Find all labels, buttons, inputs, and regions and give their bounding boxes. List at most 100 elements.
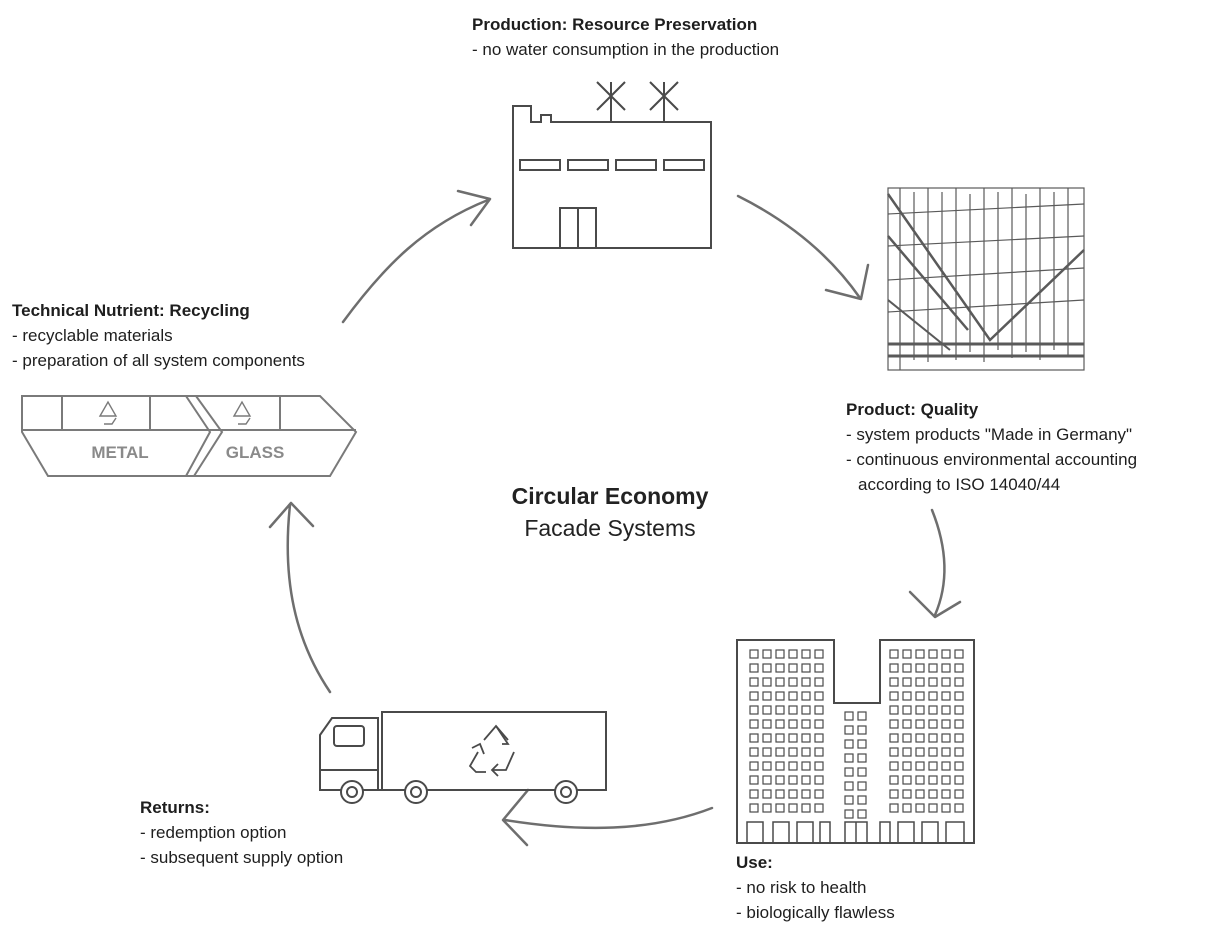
building-icon	[736, 639, 975, 844]
building-window	[788, 803, 798, 813]
building-window	[889, 747, 899, 757]
building-window	[814, 761, 824, 771]
building-window	[941, 677, 951, 687]
building-window	[788, 649, 798, 659]
building-window	[857, 795, 867, 805]
building-window	[954, 761, 964, 771]
building-window	[762, 719, 772, 729]
building-window	[814, 789, 824, 799]
building-window	[889, 719, 899, 729]
building-window	[762, 775, 772, 785]
building-window	[915, 649, 925, 659]
building-window	[801, 677, 811, 687]
building-window	[941, 747, 951, 757]
building-window	[941, 705, 951, 715]
building-window	[941, 803, 951, 813]
building-window	[749, 677, 759, 687]
building-window	[788, 705, 798, 715]
building-window	[775, 775, 785, 785]
cycle-arrow-icon	[736, 194, 870, 301]
building-window	[762, 761, 772, 771]
production-title: Production: Resource Preservation	[472, 15, 758, 34]
returns-text: Returns: - redemption option - subsequen…	[140, 795, 343, 870]
building-window	[857, 781, 867, 791]
building-window	[801, 775, 811, 785]
building-window	[749, 761, 759, 771]
use-title: Use:	[736, 853, 773, 872]
building-window	[762, 803, 772, 813]
building-window	[749, 649, 759, 659]
recycling-line-1: - recyclable materials	[12, 326, 173, 345]
building-window	[954, 803, 964, 813]
building-window	[801, 789, 811, 799]
building-window	[928, 733, 938, 743]
building-window	[902, 649, 912, 659]
building-window	[954, 733, 964, 743]
building-window	[762, 705, 772, 715]
building-window	[844, 767, 854, 777]
building-window	[775, 733, 785, 743]
recycle-symbol-icon	[98, 400, 252, 425]
building-window	[902, 761, 912, 771]
production-line-1: - no water consumption in the production	[472, 40, 780, 59]
building-window	[857, 725, 867, 735]
building-window	[954, 663, 964, 673]
building-window	[941, 789, 951, 799]
building-window	[915, 733, 925, 743]
cycle-arrow-icon	[501, 788, 714, 847]
recycling-text: Technical Nutrient: Recycling - recyclab…	[12, 298, 305, 373]
truck-icon	[319, 711, 607, 804]
building-window	[889, 761, 899, 771]
facade-icon	[886, 187, 1085, 371]
building-window	[788, 733, 798, 743]
building-window	[954, 747, 964, 757]
building-window	[788, 761, 798, 771]
recycle-symbol-icon	[468, 724, 515, 777]
building-window	[801, 691, 811, 701]
building-window	[928, 705, 938, 715]
diagram-title: Circular Economy Facade Systems	[470, 480, 750, 544]
recycling-bin-icon	[21, 395, 358, 477]
building-window	[775, 663, 785, 673]
product-title: Product: Quality	[846, 400, 979, 419]
building-window	[902, 691, 912, 701]
building-window	[788, 691, 798, 701]
building-window	[954, 789, 964, 799]
building-window	[928, 691, 938, 701]
building-window	[844, 753, 854, 763]
building-window	[749, 705, 759, 715]
building-window	[902, 733, 912, 743]
building-window	[775, 677, 785, 687]
product-line-1: - system products "Made in Germany"	[846, 425, 1133, 444]
recycling-line-2: - preparation of all system components	[12, 351, 305, 370]
building-window	[889, 677, 899, 687]
building-window	[902, 747, 912, 757]
building-window	[762, 677, 772, 687]
use-line-2: - biologically flawless	[736, 903, 895, 922]
building-window	[749, 803, 759, 813]
building-window	[915, 747, 925, 757]
building-window	[801, 733, 811, 743]
building-window	[762, 733, 772, 743]
building-window	[788, 663, 798, 673]
building-window	[814, 691, 824, 701]
building-window	[941, 775, 951, 785]
building-window	[928, 719, 938, 729]
building-window	[902, 789, 912, 799]
building-window	[801, 719, 811, 729]
building-window	[762, 789, 772, 799]
building-window	[889, 775, 899, 785]
building-window	[915, 719, 925, 729]
building-window	[928, 663, 938, 673]
building-window	[954, 649, 964, 659]
building-window	[814, 733, 824, 743]
building-window	[857, 711, 867, 721]
building-window	[941, 691, 951, 701]
building-window	[814, 649, 824, 659]
building-window	[889, 663, 899, 673]
cycle-arrow-icon	[341, 189, 492, 324]
building-window	[775, 649, 785, 659]
building-window	[915, 803, 925, 813]
building-window	[928, 761, 938, 771]
building-window	[928, 803, 938, 813]
